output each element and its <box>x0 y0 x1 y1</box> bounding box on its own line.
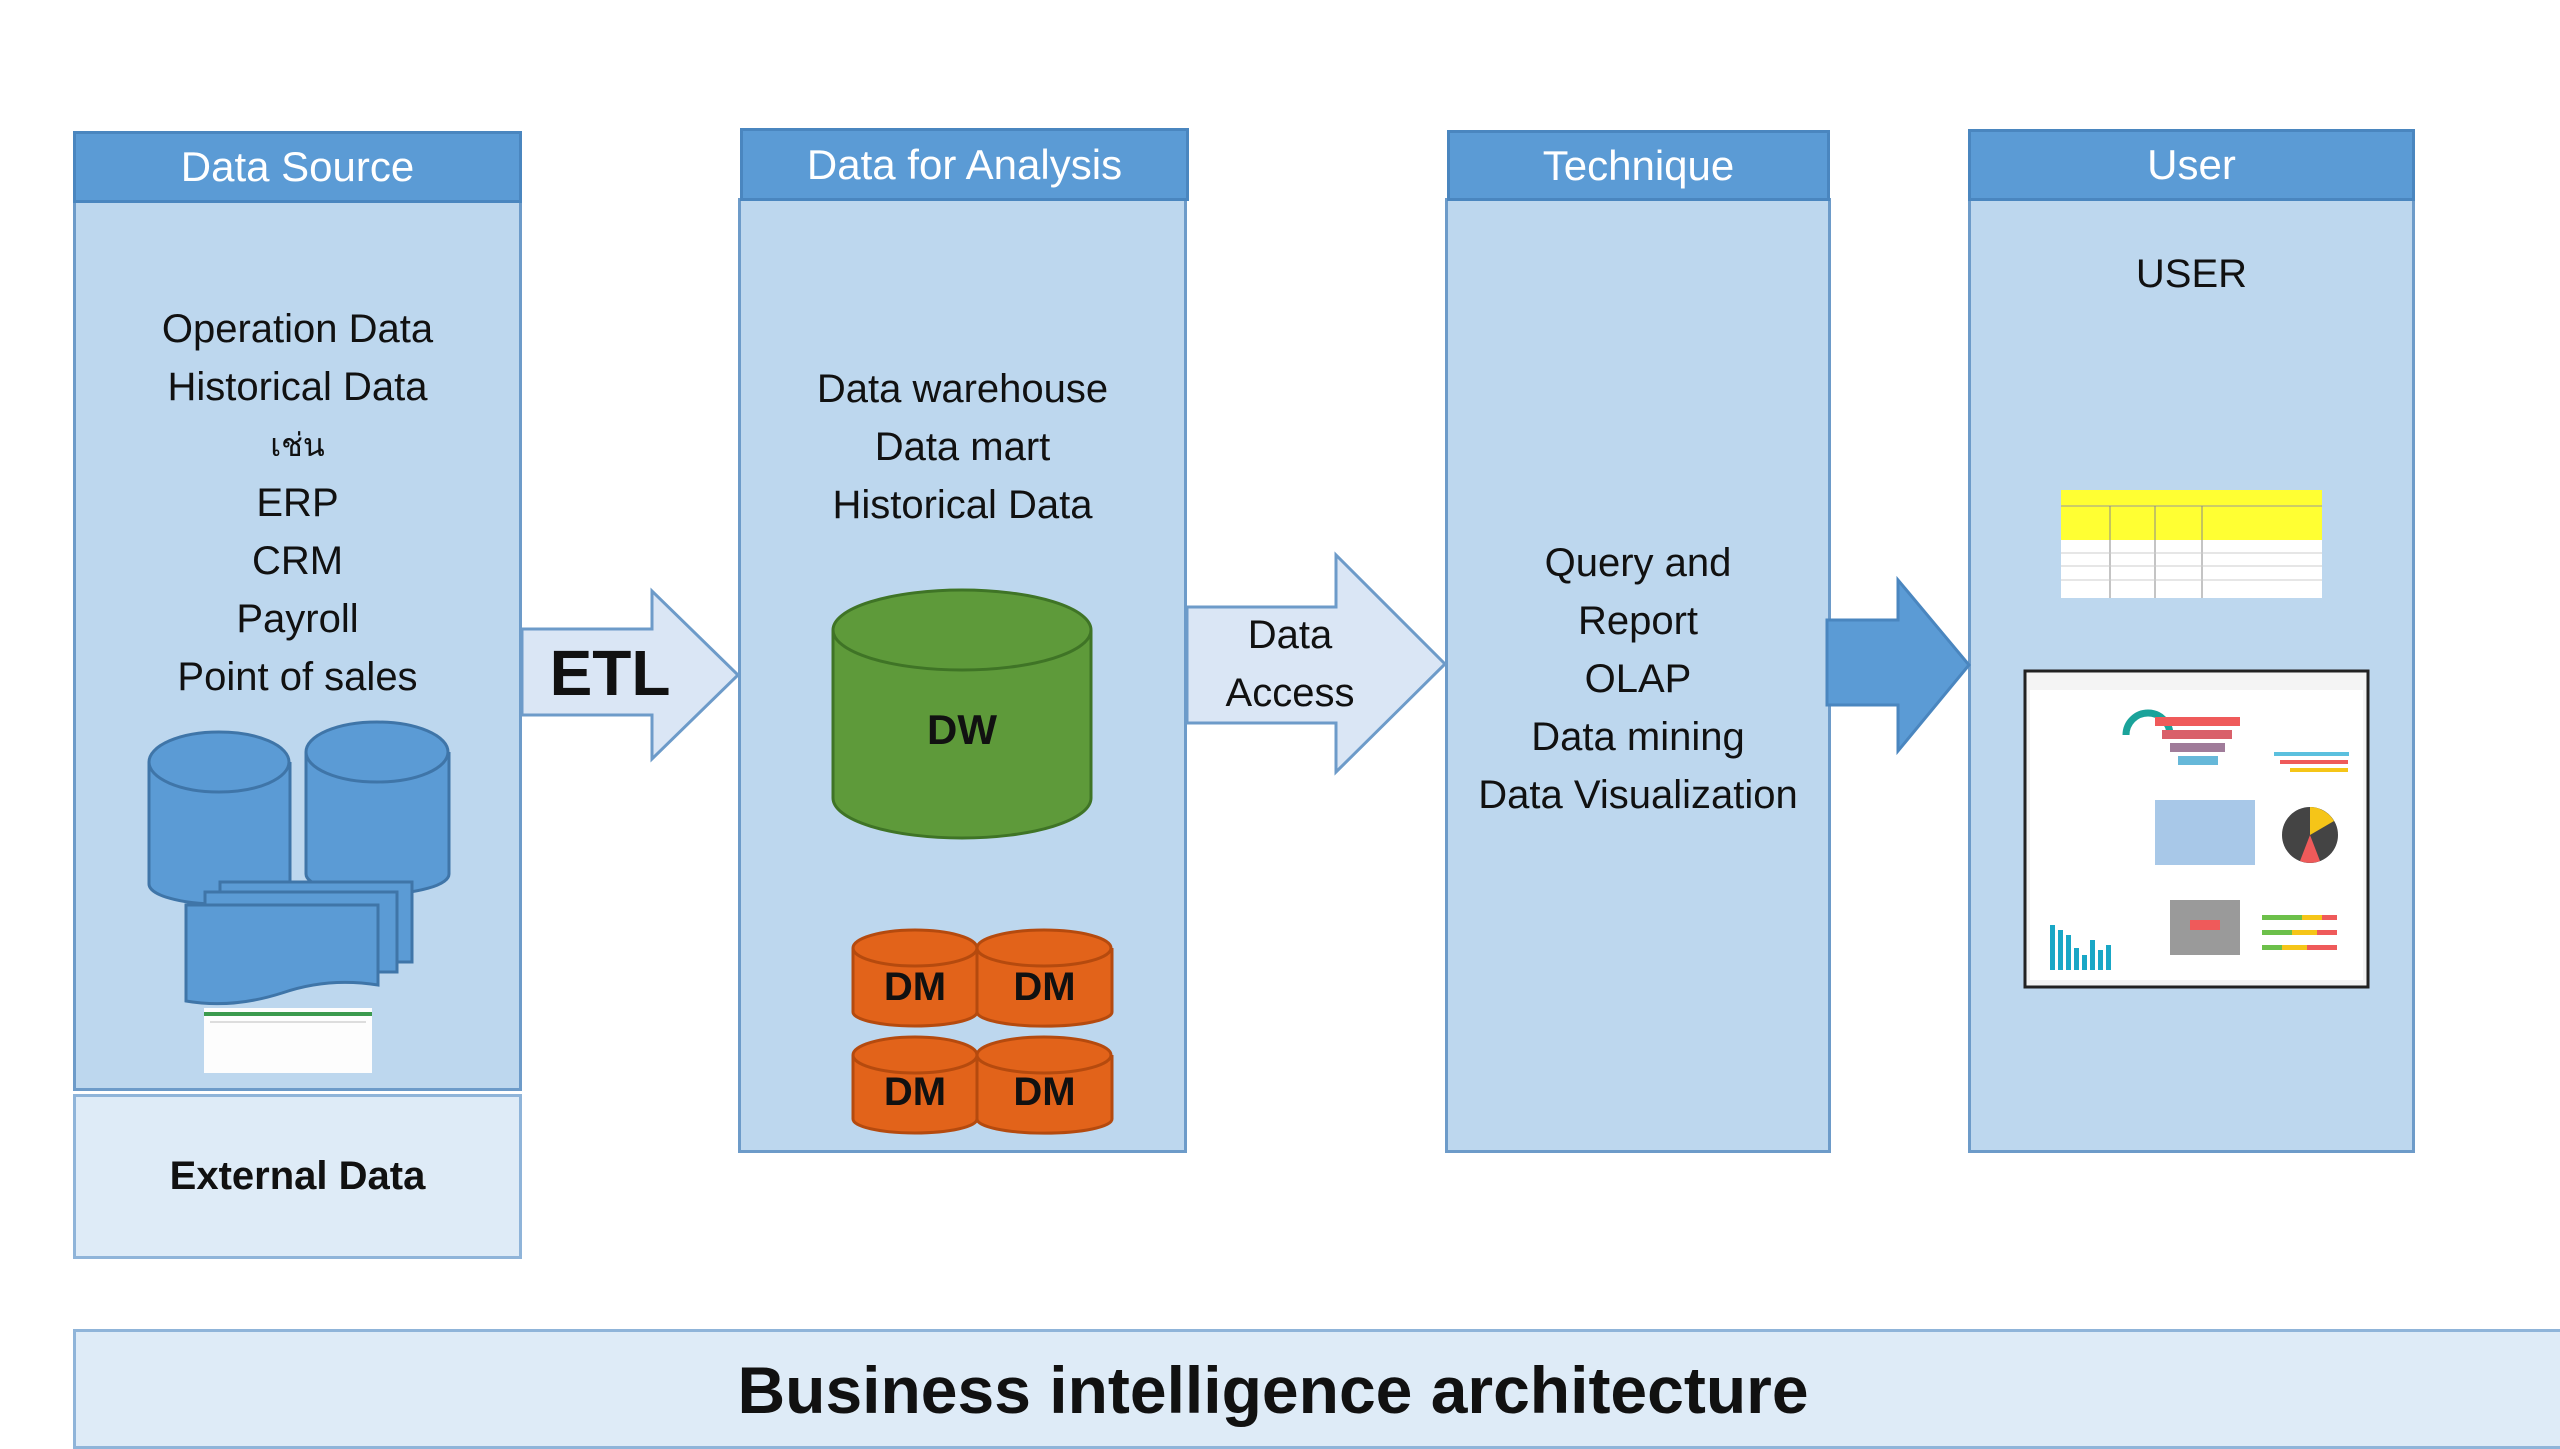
data-mart-cylinder-icon <box>975 1035 1114 1135</box>
data-mart-cylinder-icon <box>851 928 979 1028</box>
user-label: USER <box>2135 252 2248 296</box>
dm-label: DM <box>883 965 947 1009</box>
title-banner: Business intelligence architecture <box>73 1329 2560 1449</box>
database-cylinder-icon <box>304 720 451 896</box>
data-access-label: Data Access <box>1190 606 1390 722</box>
technique-header: Technique <box>1447 130 1830 201</box>
source-item: CRM <box>251 539 344 583</box>
data-source-list: Operation Data Historical Data เช่น ERP … <box>73 300 522 706</box>
source-item: ERP <box>256 481 339 525</box>
dw-label: DW <box>927 706 997 753</box>
database-cylinder-icon <box>147 730 292 906</box>
source-item: เช่น <box>270 427 325 463</box>
dm-label: DM <box>883 1070 947 1114</box>
data-access-line: Access <box>1225 671 1355 715</box>
dm-label: DM <box>1013 965 1076 1009</box>
dm-label: DM <box>1013 1070 1076 1114</box>
source-item: Operation Data <box>161 307 434 351</box>
data-mart-cylinder-icon <box>975 928 1114 1028</box>
technique-item: OLAP <box>1584 657 1692 701</box>
etl-arrow <box>520 587 741 763</box>
user-header: User <box>1968 129 2415 201</box>
data-mart-cylinder-icon <box>851 1035 979 1135</box>
data-warehouse-cylinder-icon <box>831 588 1093 840</box>
data-source-header: Data Source <box>73 131 522 203</box>
documents-stack-icon <box>184 880 414 1006</box>
etl-label: ETL <box>549 637 671 709</box>
data-mart-cylinders <box>851 928 1114 1135</box>
data-access-arrow <box>1185 551 1448 776</box>
analysis-item: Data warehouse <box>816 367 1109 411</box>
analysis-item: Historical Data <box>832 483 1093 527</box>
technique-item: Report <box>1577 599 1699 643</box>
spreadsheet-thumbnail <box>204 1008 372 1073</box>
to-user-arrow <box>1825 575 1971 756</box>
source-item: Historical Data <box>167 365 428 409</box>
source-item: Payroll <box>236 597 359 641</box>
dashboard-thumbnail <box>2023 669 2370 989</box>
analysis-item: Data mart <box>874 425 1051 469</box>
data-access-line: Data <box>1247 613 1333 657</box>
report-table-thumbnail <box>2061 490 2322 598</box>
technique-item: Query and <box>1544 541 1732 585</box>
source-item: Point of sales <box>177 655 418 699</box>
technique-item: Data Visualization <box>1478 773 1798 817</box>
technique-item: Data mining <box>1531 715 1745 759</box>
external-data-box: External Data <box>73 1094 522 1259</box>
analysis-list: Data warehouse Data mart Historical Data <box>738 360 1187 534</box>
data-for-analysis-header: Data for Analysis <box>740 128 1189 201</box>
diagram-title: Business intelligence architecture <box>737 1353 1809 1427</box>
technique-list: Query and Report OLAP Data mining Data V… <box>1445 534 1831 824</box>
